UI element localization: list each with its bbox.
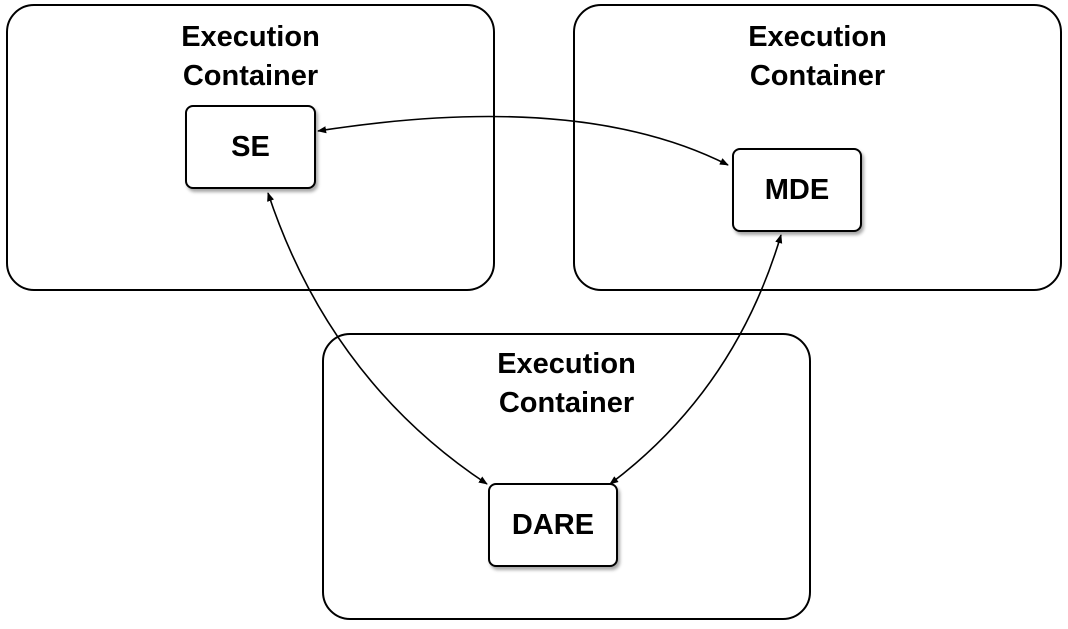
execution-container-bottom: Execution Container [322, 333, 811, 620]
se-node[interactable]: SE [185, 105, 316, 189]
container-title: Execution Container [748, 21, 887, 92]
container-title: Execution Container [181, 21, 320, 92]
container-title: Execution Container [497, 348, 636, 419]
mde-node[interactable]: MDE [732, 148, 862, 232]
dare-node[interactable]: DARE [488, 483, 618, 567]
